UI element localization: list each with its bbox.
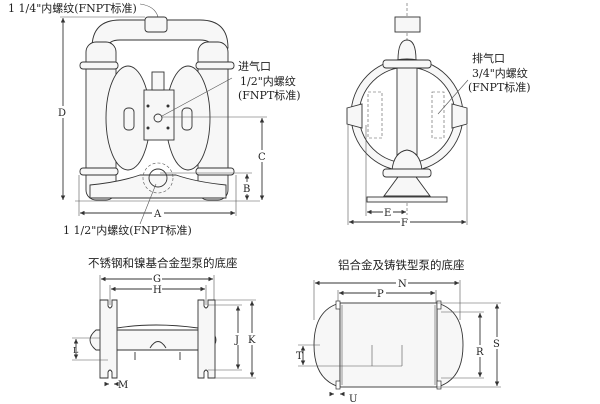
exhaust-leader — [437, 79, 469, 115]
clamp-bolt — [181, 107, 193, 131]
air-valve-cap — [151, 71, 165, 91]
clamp — [195, 167, 235, 176]
bottom-manifold — [89, 174, 227, 199]
base-plate — [366, 196, 448, 203]
dim-e-label: E — [384, 208, 391, 219]
dim-c-label: C — [258, 152, 266, 163]
clamp — [195, 61, 235, 70]
inlet-port-outline — [142, 162, 174, 194]
inlet-leader — [139, 183, 157, 225]
dim-a-label: A — [153, 209, 162, 220]
dim-n-label: N — [398, 279, 407, 290]
dim-m-label: M — [118, 380, 128, 391]
dim-l-label: L — [73, 346, 79, 355]
base-aluminum-title: 铝合金及铸铁型泵的底座 — [338, 258, 465, 272]
exhaust-standard: (FNPT标准) — [468, 80, 531, 94]
front-view: 1 1/4"内螺纹(FNPT标准) D — [8, 1, 301, 237]
outlet-label: 1 1/4"内螺纹(FNPT标准) — [8, 1, 137, 15]
clamp-bolt — [123, 107, 135, 131]
dim-k-label: K — [248, 335, 256, 346]
air-inlet-leader — [161, 77, 233, 117]
base-aluminum: 铝合金及铸铁型泵的底座 N P T S R U — [296, 258, 503, 404]
exhaust-title: 排气口 — [472, 51, 505, 65]
air-inlet-port — [153, 113, 163, 123]
exhaust-size: 3/4"内螺纹 — [472, 66, 528, 80]
outlet-leader — [139, 3, 159, 18]
top-clamp — [382, 59, 432, 69]
base-stainless-title: 不锈钢和镍基合金型泵的底座 — [88, 256, 238, 270]
dim-j-label: J — [234, 335, 239, 346]
side-view: E F 排气口 3/4"内螺纹 (FNPT标准) — [346, 3, 531, 229]
air-inlet-title: 进气口 — [238, 59, 271, 73]
outlet-elbow — [394, 16, 421, 33]
dim-u-label: U — [349, 394, 357, 404]
inlet-port — [148, 168, 168, 188]
dim-r-label: R — [476, 347, 484, 358]
dim-t-label: T — [296, 351, 303, 362]
clamp — [79, 167, 119, 176]
dim-s-label: S — [493, 339, 500, 350]
right-foot-plate — [197, 299, 216, 379]
dim-d-label: D — [58, 108, 66, 119]
air-inlet-standard: (FNPT标准) — [238, 88, 301, 102]
dim-h-label: H — [153, 285, 162, 296]
base-body — [339, 302, 438, 388]
air-valve-block — [143, 89, 175, 141]
dim-f-label: F — [401, 218, 408, 229]
bottom-clamp — [382, 168, 432, 178]
base-stainless: 不锈钢和镍基合金型泵的底座 G H K J L M — [72, 256, 258, 391]
air-inlet-size: 1/2"内螺纹 — [240, 74, 296, 88]
outlet-port — [144, 16, 168, 33]
right-lens — [436, 302, 464, 388]
clamp — [79, 61, 119, 70]
center-column — [396, 59, 418, 161]
inlet-label: 1 1/2"内螺纹(FNPT标准) — [63, 223, 192, 237]
dim-p-label: P — [377, 289, 384, 300]
dim-g-label: G — [153, 274, 161, 285]
left-foot-plate — [99, 299, 118, 379]
dim-b-label: B — [243, 184, 250, 195]
